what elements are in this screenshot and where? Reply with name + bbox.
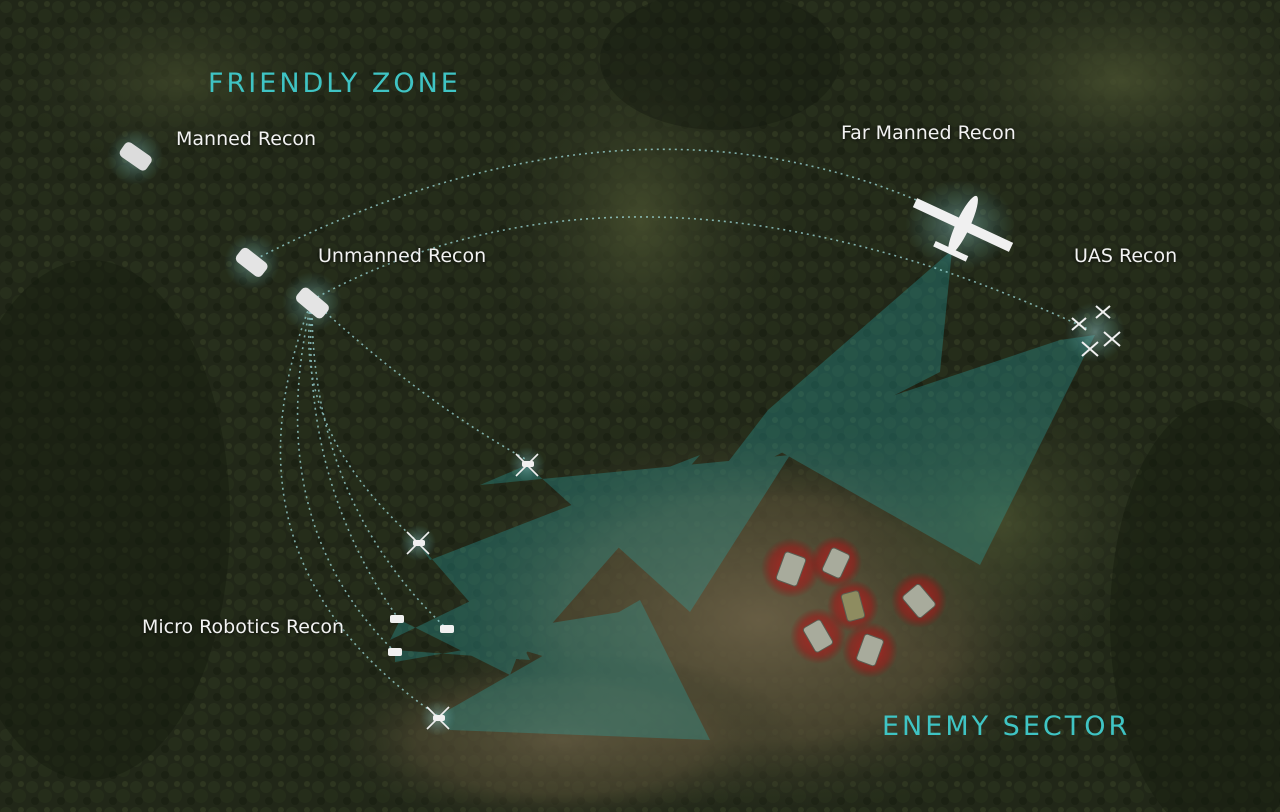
tank-icon [821,547,851,579]
unmanned-recon-vehicle-1 [224,234,280,290]
ground-robot-icon [440,625,454,633]
unmanned-recon-label: Unmanned Recon [318,245,487,267]
quadcopter-icon [1081,341,1099,357]
quadcopter-icon [420,700,456,736]
far-manned-recon-label: Far Manned Recon [841,122,1016,144]
enemy-vehicles [761,536,947,678]
quadcopter-icon [400,525,436,561]
friendly-zone-label: FRIENDLY ZONE [208,68,461,99]
uas-recon-label: UAS Recon [1074,245,1178,267]
ground-robot-icon [390,615,404,623]
tank-icon [840,590,866,622]
quadcopter-icon [1071,317,1087,331]
quadcopter-icon [509,447,545,483]
tank-icon [902,583,936,619]
tank-icon [802,619,834,653]
sensor-beams [390,250,1095,740]
car-icon [235,247,268,277]
enemy-sector-label: ENEMY SECTOR [882,711,1131,742]
uas-recon-cluster [1065,302,1125,362]
micro-robotics-recon-label: Micro Robotics Recon [142,616,345,638]
car-icon [119,142,152,171]
comm-links [249,148,1091,717]
car-icon [296,287,329,319]
quadcopter-icon [1103,331,1121,347]
quadcopter-icon [1095,305,1111,319]
micro-drones [388,447,545,736]
unmanned-recon-vehicle-2 [282,272,342,332]
manned-recon-label: Manned Recon [176,128,317,150]
ground-robot-icon [388,648,402,656]
tank-icon [775,551,807,587]
tank-icon [856,633,884,667]
far-manned-recon-aircraft [905,180,1015,270]
aircraft-icon [912,195,1014,262]
manned-recon-vehicle [107,129,163,185]
